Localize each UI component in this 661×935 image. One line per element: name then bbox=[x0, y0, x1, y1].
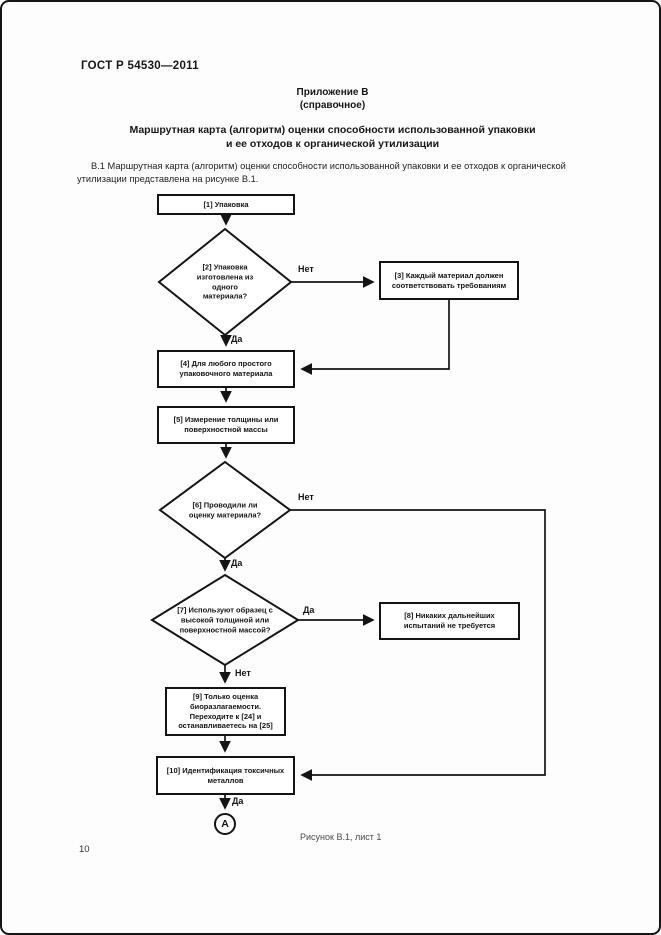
branch-label-no-7: Нет bbox=[235, 668, 251, 678]
flowchart-decision-7: [7] Используют образец с высокой толщино… bbox=[177, 605, 273, 634]
flowchart-box-9: [9] Только оценка биоразлагаемости. Пере… bbox=[165, 687, 286, 736]
document-title-line2: и ее отходов к органической утилизации bbox=[225, 138, 440, 150]
flowchart-box-3: [3] Каждый материал должен соответствова… bbox=[379, 261, 519, 300]
branch-label-yes-2: Да bbox=[231, 334, 243, 344]
figure-caption: Рисунок В.1, лист 1 bbox=[300, 832, 382, 842]
branch-label-yes-6: Да bbox=[231, 558, 243, 568]
branch-label-yes-7: Да bbox=[303, 605, 315, 615]
flowchart-box-8: [8] Никаких дальнейших испытаний не треб… bbox=[379, 602, 520, 640]
appendix-label: Приложение В bbox=[296, 87, 369, 98]
flowchart-box-5: [5] Измерение толщины или поверхностной … bbox=[157, 406, 295, 444]
flowchart-box-1: [1] Упаковка bbox=[157, 194, 295, 215]
arrow-3-to-4 bbox=[300, 300, 450, 375]
document-title-line1: Маршрутная карта (алгоритм) оценки спосо… bbox=[129, 124, 536, 136]
page-number: 10 bbox=[79, 844, 90, 855]
branch-label-no-2: Нет bbox=[298, 264, 314, 274]
flowchart-decision-2: [2] Упаковка изготовлена из одного матер… bbox=[196, 262, 254, 301]
arrow-6-no-to-10 bbox=[290, 509, 546, 781]
flowchart-box-4: [4] Для любого простого упаковочного мат… bbox=[157, 350, 295, 388]
branch-label-no-6: Нет bbox=[298, 492, 314, 502]
branch-label-yes-10: Да bbox=[232, 796, 244, 806]
standard-number: ГОСТ Р 54530—2011 bbox=[81, 60, 199, 72]
appendix-type: (справочное) bbox=[299, 100, 366, 111]
intro-paragraph: В.1 Маршрутная карта (алгоритм) оценки с… bbox=[77, 161, 566, 185]
flowchart-decision-6: [6] Проводили ли оценку материала? bbox=[188, 500, 262, 519]
offpage-connector-a: А bbox=[214, 813, 236, 835]
flowchart-box-10: [10] Идентификация токсичных металлов bbox=[156, 756, 295, 795]
